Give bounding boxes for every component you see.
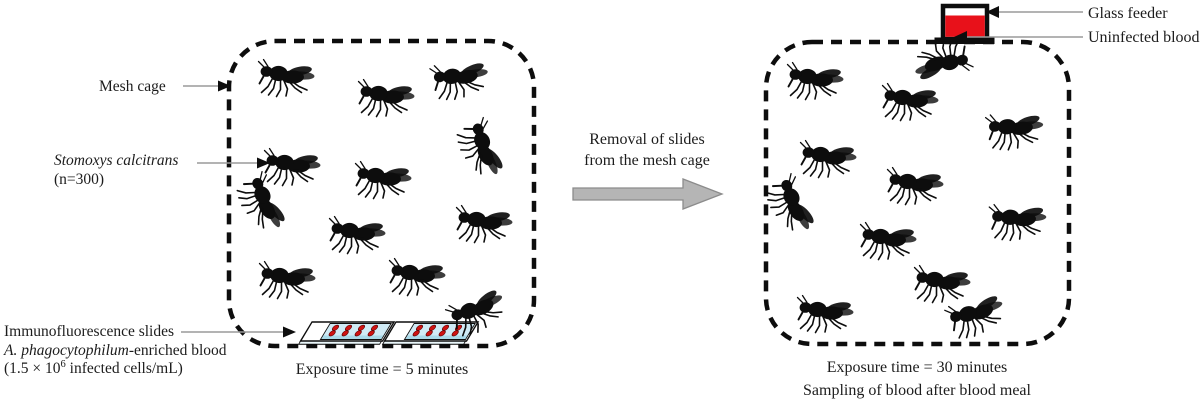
- blood-spot: [341, 330, 349, 337]
- fly-icon: [357, 78, 416, 118]
- fly-icon: [913, 264, 972, 304]
- mesh-cage-label: Mesh cage: [99, 78, 166, 95]
- slides-label: Immunofluorescence slides: [4, 323, 175, 340]
- blood-label-rest: -enriched blood: [128, 341, 227, 359]
- fly-icon: [984, 106, 1048, 154]
- glass-feeder-label: Glass feeder: [1088, 5, 1168, 22]
- blood-liquid: [945, 15, 985, 37]
- arrowhead-icon: [986, 6, 999, 18]
- concentration-suffix: infected cells/mL): [65, 360, 183, 378]
- arrowhead-icon: [257, 157, 270, 169]
- right-cage-flies: [760, 32, 1050, 344]
- blood-spot: [412, 330, 420, 337]
- slide-shading: [321, 335, 384, 339]
- fly-icon: [886, 166, 945, 206]
- fly-icon: [455, 204, 514, 244]
- blood-spot: [354, 330, 362, 337]
- transition-label: Removal of slides from the mesh cage: [552, 129, 742, 171]
- fly-icon: [786, 61, 845, 101]
- pathogen-name: A. phagocytophilum: [4, 341, 129, 359]
- transition-line2: from the mesh cage: [584, 152, 710, 169]
- concentration-exponent: 6: [60, 359, 66, 371]
- species-name: Stomoxys calcitrans: [54, 152, 179, 169]
- arrowhead-icon: [218, 80, 231, 92]
- fly-icon: [328, 215, 387, 255]
- slides-label-block: Immunofluorescence slides A. phagocytoph…: [4, 323, 227, 379]
- fly-icon: [428, 54, 494, 104]
- blood-spot: [451, 330, 459, 337]
- immunofluorescence-slide-icon: [297, 321, 396, 345]
- arrowhead-icon: [954, 31, 967, 43]
- blood-spot: [367, 330, 375, 337]
- fly-icon: [354, 160, 413, 200]
- right-sampling-caption: Sampling of blood after blood meal: [803, 381, 1031, 399]
- blood-spot: [425, 330, 433, 337]
- blood-spots: [328, 324, 379, 337]
- fly-icon: [859, 221, 918, 261]
- transition-line1: Removal of slides: [589, 131, 705, 148]
- arrowhead-icon: [283, 326, 296, 338]
- concentration-prefix: (1.5 × 10: [4, 360, 61, 378]
- blood-spots: [412, 324, 463, 337]
- fly-icon: [881, 82, 940, 122]
- fly-icon: [263, 147, 322, 187]
- fly-icon: [258, 260, 317, 300]
- fly-icon: [799, 139, 858, 179]
- left-exposure-caption: Exposure time = 5 minutes: [295, 361, 469, 378]
- blood-spot: [438, 330, 446, 337]
- slide-shading: [405, 335, 468, 339]
- fly-icon: [451, 115, 513, 185]
- species-label: Stomoxys calcitrans (n=300): [54, 151, 178, 189]
- fly-icon: [988, 199, 1050, 243]
- fly-icon: [257, 58, 316, 98]
- left-cage-flies: [231, 54, 514, 342]
- species-count: (n=300): [54, 171, 105, 188]
- blood-spot: [328, 330, 336, 337]
- right-exposure-caption: Exposure time = 30 minutes: [826, 359, 1008, 376]
- fly-icon: [388, 257, 447, 297]
- uninfected-blood-label: Uninfected blood: [1088, 29, 1200, 46]
- transition-arrow-icon: [572, 178, 724, 210]
- fly-icon: [760, 171, 824, 241]
- fly-icon: [796, 294, 855, 334]
- right-caption: Exposure time = 30 minutes Sampling of b…: [763, 357, 1071, 402]
